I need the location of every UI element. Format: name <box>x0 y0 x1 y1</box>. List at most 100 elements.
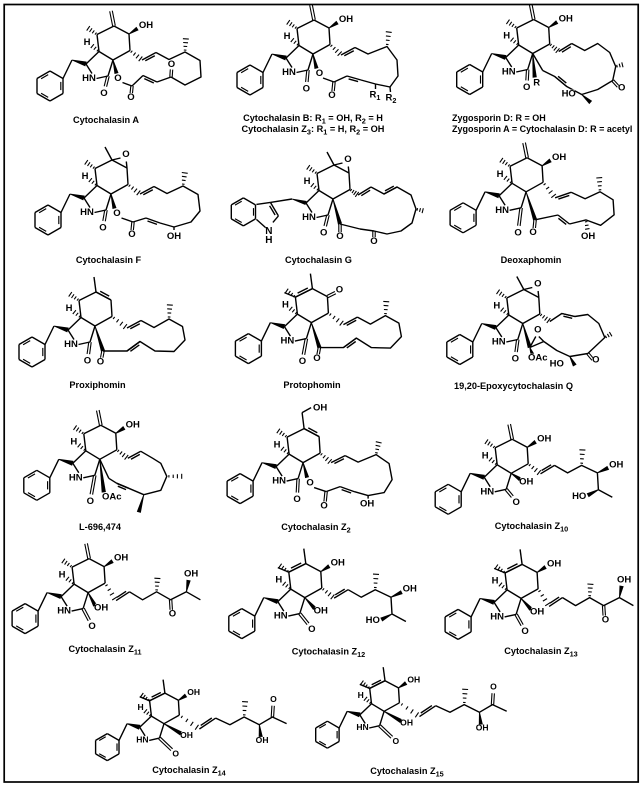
svg-text:HO: HO <box>562 89 576 100</box>
svg-text:O: O <box>534 325 541 336</box>
svg-text:HN: HN <box>57 606 71 617</box>
svg-text:OH: OH <box>530 606 544 617</box>
svg-text:Proxiphomin: Proxiphomin <box>69 380 126 390</box>
svg-text:OH: OH <box>184 569 198 580</box>
svg-text:O: O <box>523 82 530 93</box>
svg-text:Cytochalasin F: Cytochalasin F <box>76 255 142 265</box>
svg-text:OH: OH <box>167 231 181 242</box>
svg-text:O: O <box>97 357 104 368</box>
svg-text:L-696,474: L-696,474 <box>79 522 122 532</box>
svg-text:Cytochalasin Z14: Cytochalasin Z14 <box>152 765 226 777</box>
svg-text:N: N <box>265 226 272 237</box>
svg-text:HO: HO <box>366 615 380 626</box>
svg-text:O: O <box>344 154 351 165</box>
svg-text:O: O <box>490 682 497 692</box>
svg-text:H: H <box>304 176 311 187</box>
svg-text:OH: OH <box>403 584 417 595</box>
svg-text:Zygosporin A = Cytochalasin D:: Zygosporin A = Cytochalasin D: R = acety… <box>452 124 632 134</box>
svg-text:O: O <box>521 626 528 637</box>
svg-text:HN: HN <box>80 207 94 218</box>
svg-text:19,20-Epoxycytochalasin Q: 19,20-Epoxycytochalasin Q <box>454 381 573 391</box>
svg-text:OH: OH <box>126 419 140 430</box>
svg-text:O: O <box>618 83 625 94</box>
svg-text:OH: OH <box>256 735 269 745</box>
svg-text:OH: OH <box>139 20 153 31</box>
svg-text:O: O <box>306 478 313 489</box>
svg-text:OH: OH <box>180 730 193 740</box>
svg-text:H: H <box>70 436 77 447</box>
svg-text:H: H <box>482 450 489 461</box>
svg-text:O: O <box>299 356 306 367</box>
svg-text:HN: HN <box>302 212 316 223</box>
svg-text:Cytochalasin B: R1 = OH, R2 =: Cytochalasin B: R1 = OH, R2 = H <box>243 113 383 125</box>
svg-text:H: H <box>275 575 282 586</box>
svg-text:H: H <box>497 169 504 180</box>
svg-text:OH: OH <box>617 574 631 585</box>
svg-text:O: O <box>513 497 520 508</box>
svg-text:OH: OH <box>559 14 573 25</box>
svg-text:O: O <box>114 73 121 84</box>
svg-text:O: O <box>370 236 377 247</box>
svg-text:OH: OH <box>313 403 327 414</box>
svg-text:Cytochalasin Z15: Cytochalasin Z15 <box>370 766 443 778</box>
svg-text:O: O <box>303 84 310 95</box>
svg-text:O: O <box>84 356 91 367</box>
svg-text:O: O <box>122 149 129 160</box>
svg-text:H: H <box>265 235 272 246</box>
svg-text:O: O <box>308 624 315 635</box>
svg-text:HN: HN <box>281 336 295 347</box>
svg-text:OH: OH <box>360 499 374 510</box>
svg-text:O: O <box>320 501 327 512</box>
svg-text:H: H <box>59 570 66 581</box>
svg-text:H: H <box>492 575 499 586</box>
svg-text:HO: HO <box>572 491 586 502</box>
svg-text:OH: OH <box>552 152 566 163</box>
svg-text:Deoxaphomin: Deoxaphomin <box>501 255 562 265</box>
svg-text:HO: HO <box>550 359 564 370</box>
svg-text:Cytochalasin Z2: Cytochalasin Z2 <box>281 522 350 534</box>
svg-text:O: O <box>270 694 277 704</box>
svg-text:HN: HN <box>274 611 288 622</box>
svg-text:H: H <box>358 690 364 700</box>
svg-text:HN: HN <box>502 67 516 78</box>
svg-text:OH: OH <box>519 476 533 487</box>
svg-text:OH: OH <box>581 231 595 242</box>
svg-text:H: H <box>503 31 510 42</box>
svg-text:H: H <box>66 303 73 314</box>
svg-text:HN: HN <box>356 722 368 732</box>
svg-text:O: O <box>336 231 343 242</box>
svg-text:Cytochalasin A: Cytochalasin A <box>73 115 139 125</box>
svg-text:O: O <box>392 736 399 746</box>
svg-text:O: O <box>529 227 536 238</box>
svg-text:OH: OH <box>407 675 420 685</box>
svg-text:HN: HN <box>69 472 83 483</box>
svg-text:Cytochalasin G: Cytochalasin G <box>285 255 352 265</box>
svg-text:O: O <box>320 228 327 239</box>
svg-text:O: O <box>293 494 300 505</box>
svg-text:R2: R2 <box>386 93 397 105</box>
svg-text:O: O <box>313 353 320 364</box>
svg-text:O: O <box>316 68 323 79</box>
svg-text:HN: HN <box>492 337 506 348</box>
svg-text:H: H <box>84 37 91 48</box>
svg-text:O: O <box>169 609 176 620</box>
svg-text:OH: OH <box>187 687 200 697</box>
svg-text:OH: OH <box>331 558 345 569</box>
svg-text:HN: HN <box>272 476 286 487</box>
svg-text:Cytochalasin Z12: Cytochalasin Z12 <box>292 647 365 659</box>
svg-text:HN: HN <box>495 205 509 216</box>
svg-text:O: O <box>514 227 521 238</box>
svg-text:R: R <box>533 78 540 89</box>
svg-text:H: H <box>138 702 144 712</box>
svg-text:O: O <box>168 59 175 70</box>
svg-text:H: H <box>493 301 500 312</box>
svg-text:O: O <box>113 208 120 219</box>
svg-text:OAc: OAc <box>528 353 548 364</box>
svg-text:O: O <box>87 496 94 507</box>
svg-text:O: O <box>602 614 609 625</box>
svg-text:O: O <box>534 279 541 290</box>
svg-text:H: H <box>284 31 291 42</box>
svg-text:Protophomin: Protophomin <box>283 380 341 390</box>
svg-text:OH: OH <box>537 433 551 444</box>
svg-text:HN: HN <box>282 67 296 78</box>
